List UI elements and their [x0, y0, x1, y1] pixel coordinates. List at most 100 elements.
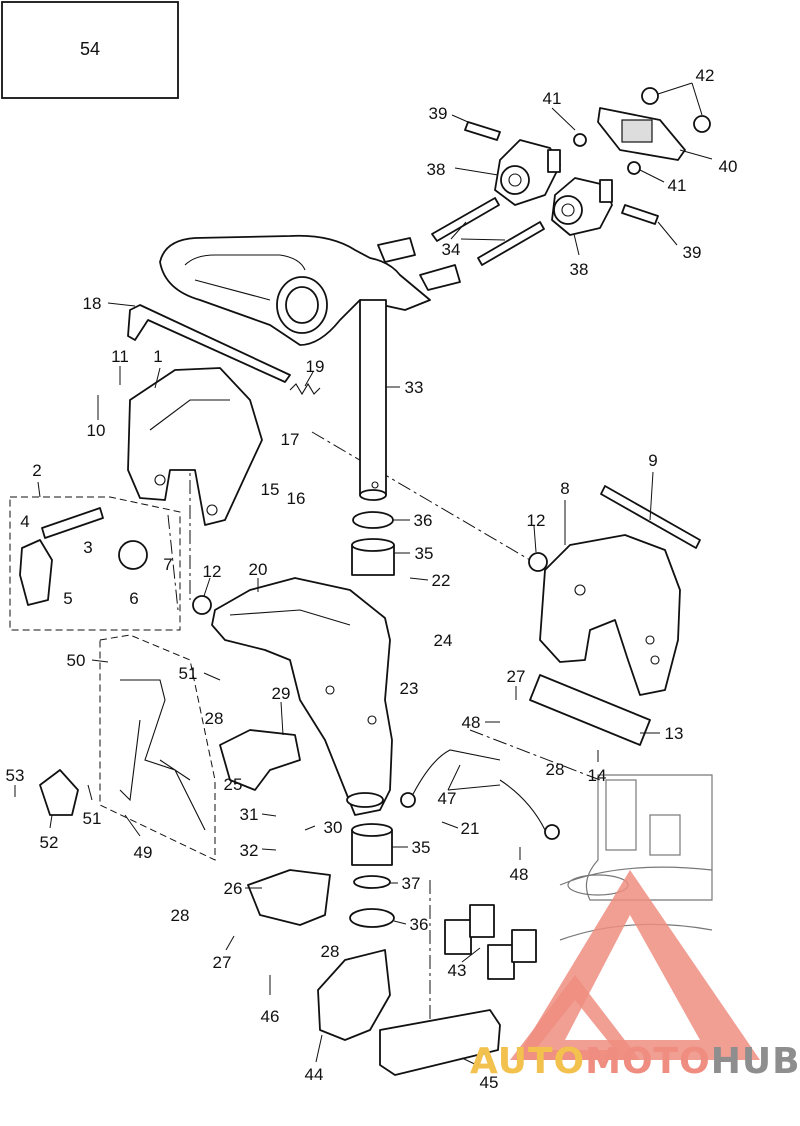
watermark-moto: MOTO: [585, 1041, 711, 1082]
callout-28d: 28: [321, 942, 340, 961]
clamp-bracket-right: [539, 534, 681, 696]
block-43a: [444, 919, 472, 955]
callout-26: 26: [224, 879, 243, 898]
watermark-logo: [510, 870, 760, 1060]
callout-28b: 28: [546, 760, 565, 779]
callout-9: 9: [648, 451, 657, 470]
mount-plate-40: [597, 87, 711, 161]
ground-lead-47a: [409, 749, 501, 801]
callout-16: 16: [287, 489, 306, 508]
callout-24: 24: [434, 631, 453, 650]
swivel-bracket: [211, 577, 393, 816]
block-43d: [511, 929, 537, 963]
callout-18: 18: [83, 294, 102, 313]
callout-37: 37: [402, 874, 421, 893]
callout-15: 15: [261, 480, 280, 499]
rubber-mount-lower-right: [551, 177, 613, 236]
callout-17: 17: [281, 430, 300, 449]
callout-34: 34: [442, 240, 461, 259]
callout-13: 13: [665, 724, 684, 743]
watermark-hub: HUB: [711, 1041, 800, 1082]
callout-41b: 41: [668, 176, 687, 195]
callout-41a: 41: [543, 89, 562, 108]
callout-29: 29: [272, 684, 291, 703]
callout-39a: 39: [429, 104, 448, 123]
block-43c: [487, 944, 515, 980]
callout-53: 53: [6, 766, 25, 785]
callout-27a: 27: [507, 667, 526, 686]
callout-38a: 38: [427, 160, 446, 179]
callout-3: 3: [83, 538, 92, 557]
anode-45: [379, 1009, 501, 1076]
callout-28c: 28: [171, 906, 190, 925]
bushings-washers: [192, 511, 548, 928]
callout-48a: 48: [462, 713, 481, 732]
bracket-52: [39, 769, 79, 816]
clamp-bracket-left: [127, 367, 263, 526]
callout-2: 2: [32, 461, 41, 480]
callout-1: 1: [153, 347, 162, 366]
svg-text:AUTOMOTOHUB: AUTOMOTOHUB: [470, 1041, 800, 1082]
tilt-handle-49: [119, 679, 206, 831]
callout-45: 45: [480, 1073, 499, 1092]
callout-25: 25: [224, 775, 243, 794]
callout-42: 42: [696, 66, 715, 85]
callout-44: 44: [305, 1065, 324, 1084]
callout-27b: 27: [213, 953, 232, 972]
callout-14: 14: [588, 766, 607, 785]
bolt-3: [41, 507, 104, 539]
callout-47: 47: [438, 789, 457, 808]
callout-28a: 28: [205, 709, 224, 728]
callout-31: 31: [240, 805, 259, 824]
callout-8: 8: [560, 479, 569, 498]
spring-19: [289, 382, 321, 396]
callout-46: 46: [261, 1007, 280, 1026]
callout-43: 43: [448, 961, 467, 980]
lever-4: [19, 539, 53, 606]
callout-21: 21: [461, 819, 480, 838]
group-frame-2: [9, 496, 181, 631]
rod-18: [127, 304, 291, 383]
callout-32: 32: [240, 841, 259, 860]
callout-12b: 12: [203, 562, 222, 581]
callout-51b: 51: [83, 809, 102, 828]
group-frame-49: [99, 634, 216, 861]
stopper-44: [317, 949, 391, 1041]
frame-number: 54: [80, 39, 100, 59]
callout-23: 23: [400, 679, 419, 698]
callout-4: 4: [20, 512, 29, 531]
bolts-and-studs: [431, 121, 659, 266]
callout-36a: 36: [414, 511, 433, 530]
callout-35a: 35: [415, 544, 434, 563]
callout-50: 50: [67, 651, 86, 670]
callout-labels: 1 2 3 4 5 6 7 8 9 10 11 12 12 13 14 15 1…: [6, 66, 738, 1092]
callout-51a: 51: [179, 664, 198, 683]
callout-22: 22: [432, 571, 451, 590]
callout-10: 10: [87, 421, 106, 440]
callout-38b: 38: [570, 260, 589, 279]
watermark-auto: AUTO: [470, 1041, 585, 1082]
watermark-text: AUTOMOTOHUB: [470, 1041, 800, 1082]
callout-40: 40: [719, 157, 738, 176]
callout-20: 20: [249, 560, 268, 579]
rubber-mount-upper-left: [494, 139, 561, 206]
callout-6: 6: [129, 589, 138, 608]
callout-7: 7: [163, 555, 172, 574]
callout-36b: 36: [410, 915, 429, 934]
tilt-lock-25: [219, 729, 301, 791]
callout-30: 30: [324, 818, 343, 837]
ground-lead-47b: [499, 779, 546, 831]
knob-6: [118, 540, 148, 570]
frame-number-box: 54: [1, 1, 179, 99]
engine-leg-ghost: [559, 774, 713, 941]
callout-39b: 39: [683, 243, 702, 262]
bar-13: [529, 674, 651, 746]
callout-52: 52: [40, 833, 59, 852]
callout-48b: 48: [510, 865, 529, 884]
callout-11: 11: [111, 347, 129, 366]
callout-12a: 12: [527, 511, 546, 530]
steering-shaft: [359, 299, 387, 501]
callout-49: 49: [134, 843, 153, 862]
callout-19: 19: [306, 357, 325, 376]
